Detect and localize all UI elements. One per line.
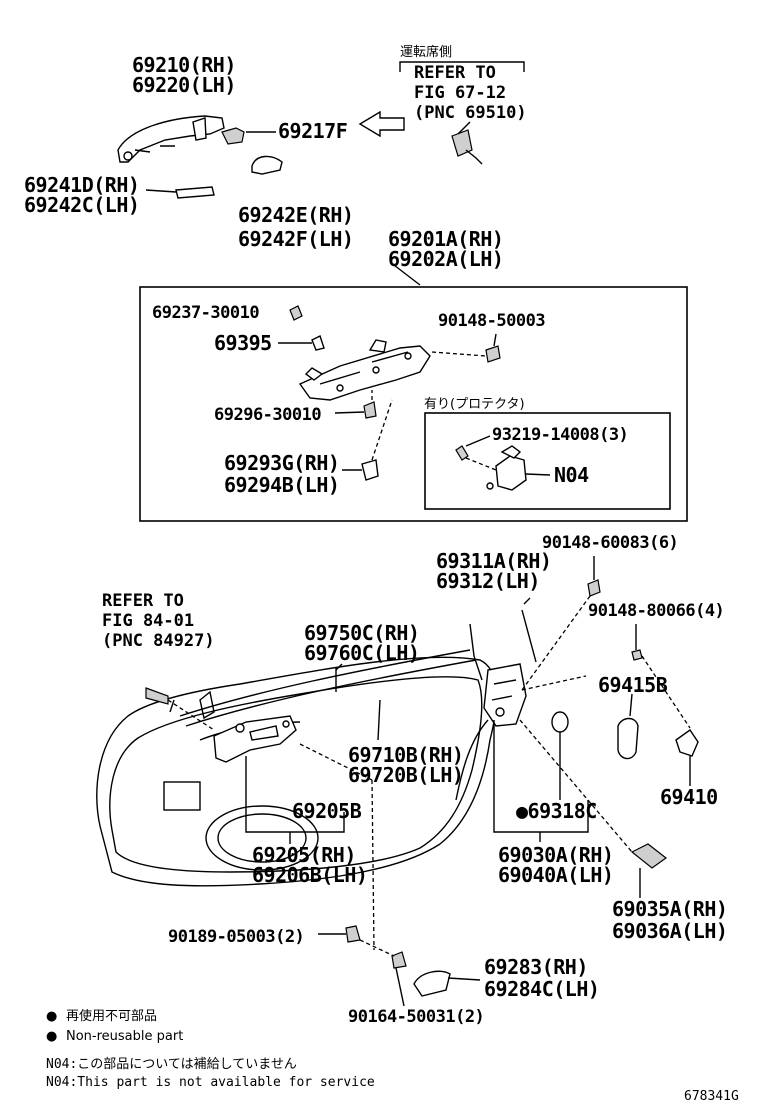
label-90148-80066: 90148-80066(4) [588,601,724,621]
label-90148-50003: 90148-50003 [438,311,545,331]
label-69036a-lh: 69036A(LH) [612,919,727,943]
label-90189: 90189-05003(2) [168,927,304,947]
label-69205b: 69205B [292,799,362,823]
label-69242e-rh: 69242E(RH) [238,203,353,227]
label-90164: 90164-50031(2) [348,1007,484,1027]
frame-assembly-art [298,339,431,401]
legend-bullet-en: ● [46,1029,57,1044]
clip-69293-art [342,399,393,481]
label-n04: N04 [554,463,589,487]
label-69296: 69296-30010 [214,405,321,425]
mid-ref-leader [169,663,343,713]
label-69395: 69395 [214,331,272,355]
label-69035a-rh: 69035A(RH) [612,897,727,921]
label-ref-mid-1: REFER TO [102,591,184,611]
screw-69237-art [289,305,303,321]
legend-jp: 再使用不可部品 [66,1008,157,1024]
striker-plate-69415b-art [617,693,639,760]
label-69415b: 69415B [598,673,668,697]
label-69206b-lh: 69206B(LH) [252,863,367,887]
label-protector-jp: 有り(プロテクタ) [424,397,525,412]
bolt-90148-art [431,333,501,363]
label-69284c-lh: 69284C(LH) [484,977,599,1001]
connector-ref-art [145,687,215,731]
handle-pad-rear-art [145,186,215,199]
label-69241d-rh: 69241D(RH) [24,173,139,197]
label-69312-lh: 69312(LH) [436,569,540,593]
handle-pad-art [221,127,276,145]
note-en: N04:This part is not available for servi… [46,1075,375,1090]
label-69237: 69237-30010 [152,303,259,323]
bolt-80066-art [631,624,691,729]
label-69217f: 69217F [278,119,347,143]
label-69202a-lh: 69202A(LH) [388,247,503,271]
frame-assembly-box [139,286,688,522]
label-69710b-rh: 69710B(RH) [348,743,463,767]
striker-69410-art [675,729,699,786]
refer-bracket-top [399,61,525,72]
label-ref-top-2: FIG 67-12 [414,83,506,103]
label-69205-rh: 69205(RH) [252,843,356,867]
label-69030a-rh: 69030A(RH) [498,843,613,867]
bracket-lines-69205 [245,756,345,844]
lock-rod-art [521,597,587,691]
door-lock-art [455,623,527,801]
outside-handle-art [117,115,225,163]
label-69283-rh: 69283(RH) [484,955,588,979]
legend-bullet-jp: ● [46,1009,57,1024]
note-jp: N04:この部品については補給していません [46,1057,297,1072]
label-69242c-lh: 69242C(LH) [24,193,139,217]
label-ref-mid-2: FIG 84-01 [102,611,194,631]
refer-arrow [358,110,405,138]
bracket-lines-69030 [493,720,589,842]
bolt-60083-art [521,556,601,691]
legend-en: Non-reusable part [66,1029,183,1044]
label-69410: 69410 [660,785,718,809]
protector-art [455,435,551,491]
label-69293g-rh: 69293G(RH) [224,451,339,475]
label-ref-top-3: (PNC 69510) [414,103,527,123]
label-69040a-lh: 69040A(LH) [498,863,613,887]
seal-69318c-art [551,711,569,800]
screw-69296-art [334,390,377,419]
lock-cover-69035a-art [519,719,668,898]
label-90148-60083: 90148-60083(6) [542,533,678,553]
label-69760c-lh: 69760C(LH) [304,641,419,665]
label-69720b-lh: 69720B(LH) [348,763,463,787]
lock-cylinder-art [451,121,483,165]
label-ref-top-1: REFER TO [414,63,496,83]
weatherstrip-art [179,649,477,741]
figure-id: 678341G [684,1089,739,1104]
label-69242f-lh: 69242F(LH) [238,227,353,251]
label-93219: 93219-14008(3) [492,425,628,445]
label-69750c-rh: 69750C(RH) [304,621,419,645]
label-69294b-lh: 69294B(LH) [224,473,339,497]
label-ref-top-jp: 運転席側 [400,44,452,60]
label-ref-mid-3: (PNC 84927) [102,631,215,651]
cap-69283-art [413,970,481,997]
label-69210-rh: 69210(RH) [132,53,236,77]
handle-cap-art [251,155,283,175]
fasteners-bottom-art [299,743,407,1007]
protector-box [424,412,671,510]
cap-69395-art [278,335,325,351]
label-69201a-rh: 69201A(RH) [388,227,503,251]
inside-handle-art [213,715,297,763]
label-69220-lh: 69220(LH) [132,73,236,97]
label-69318c: ●69318C [516,799,597,823]
label-69311a-rh: 69311A(RH) [436,549,551,573]
